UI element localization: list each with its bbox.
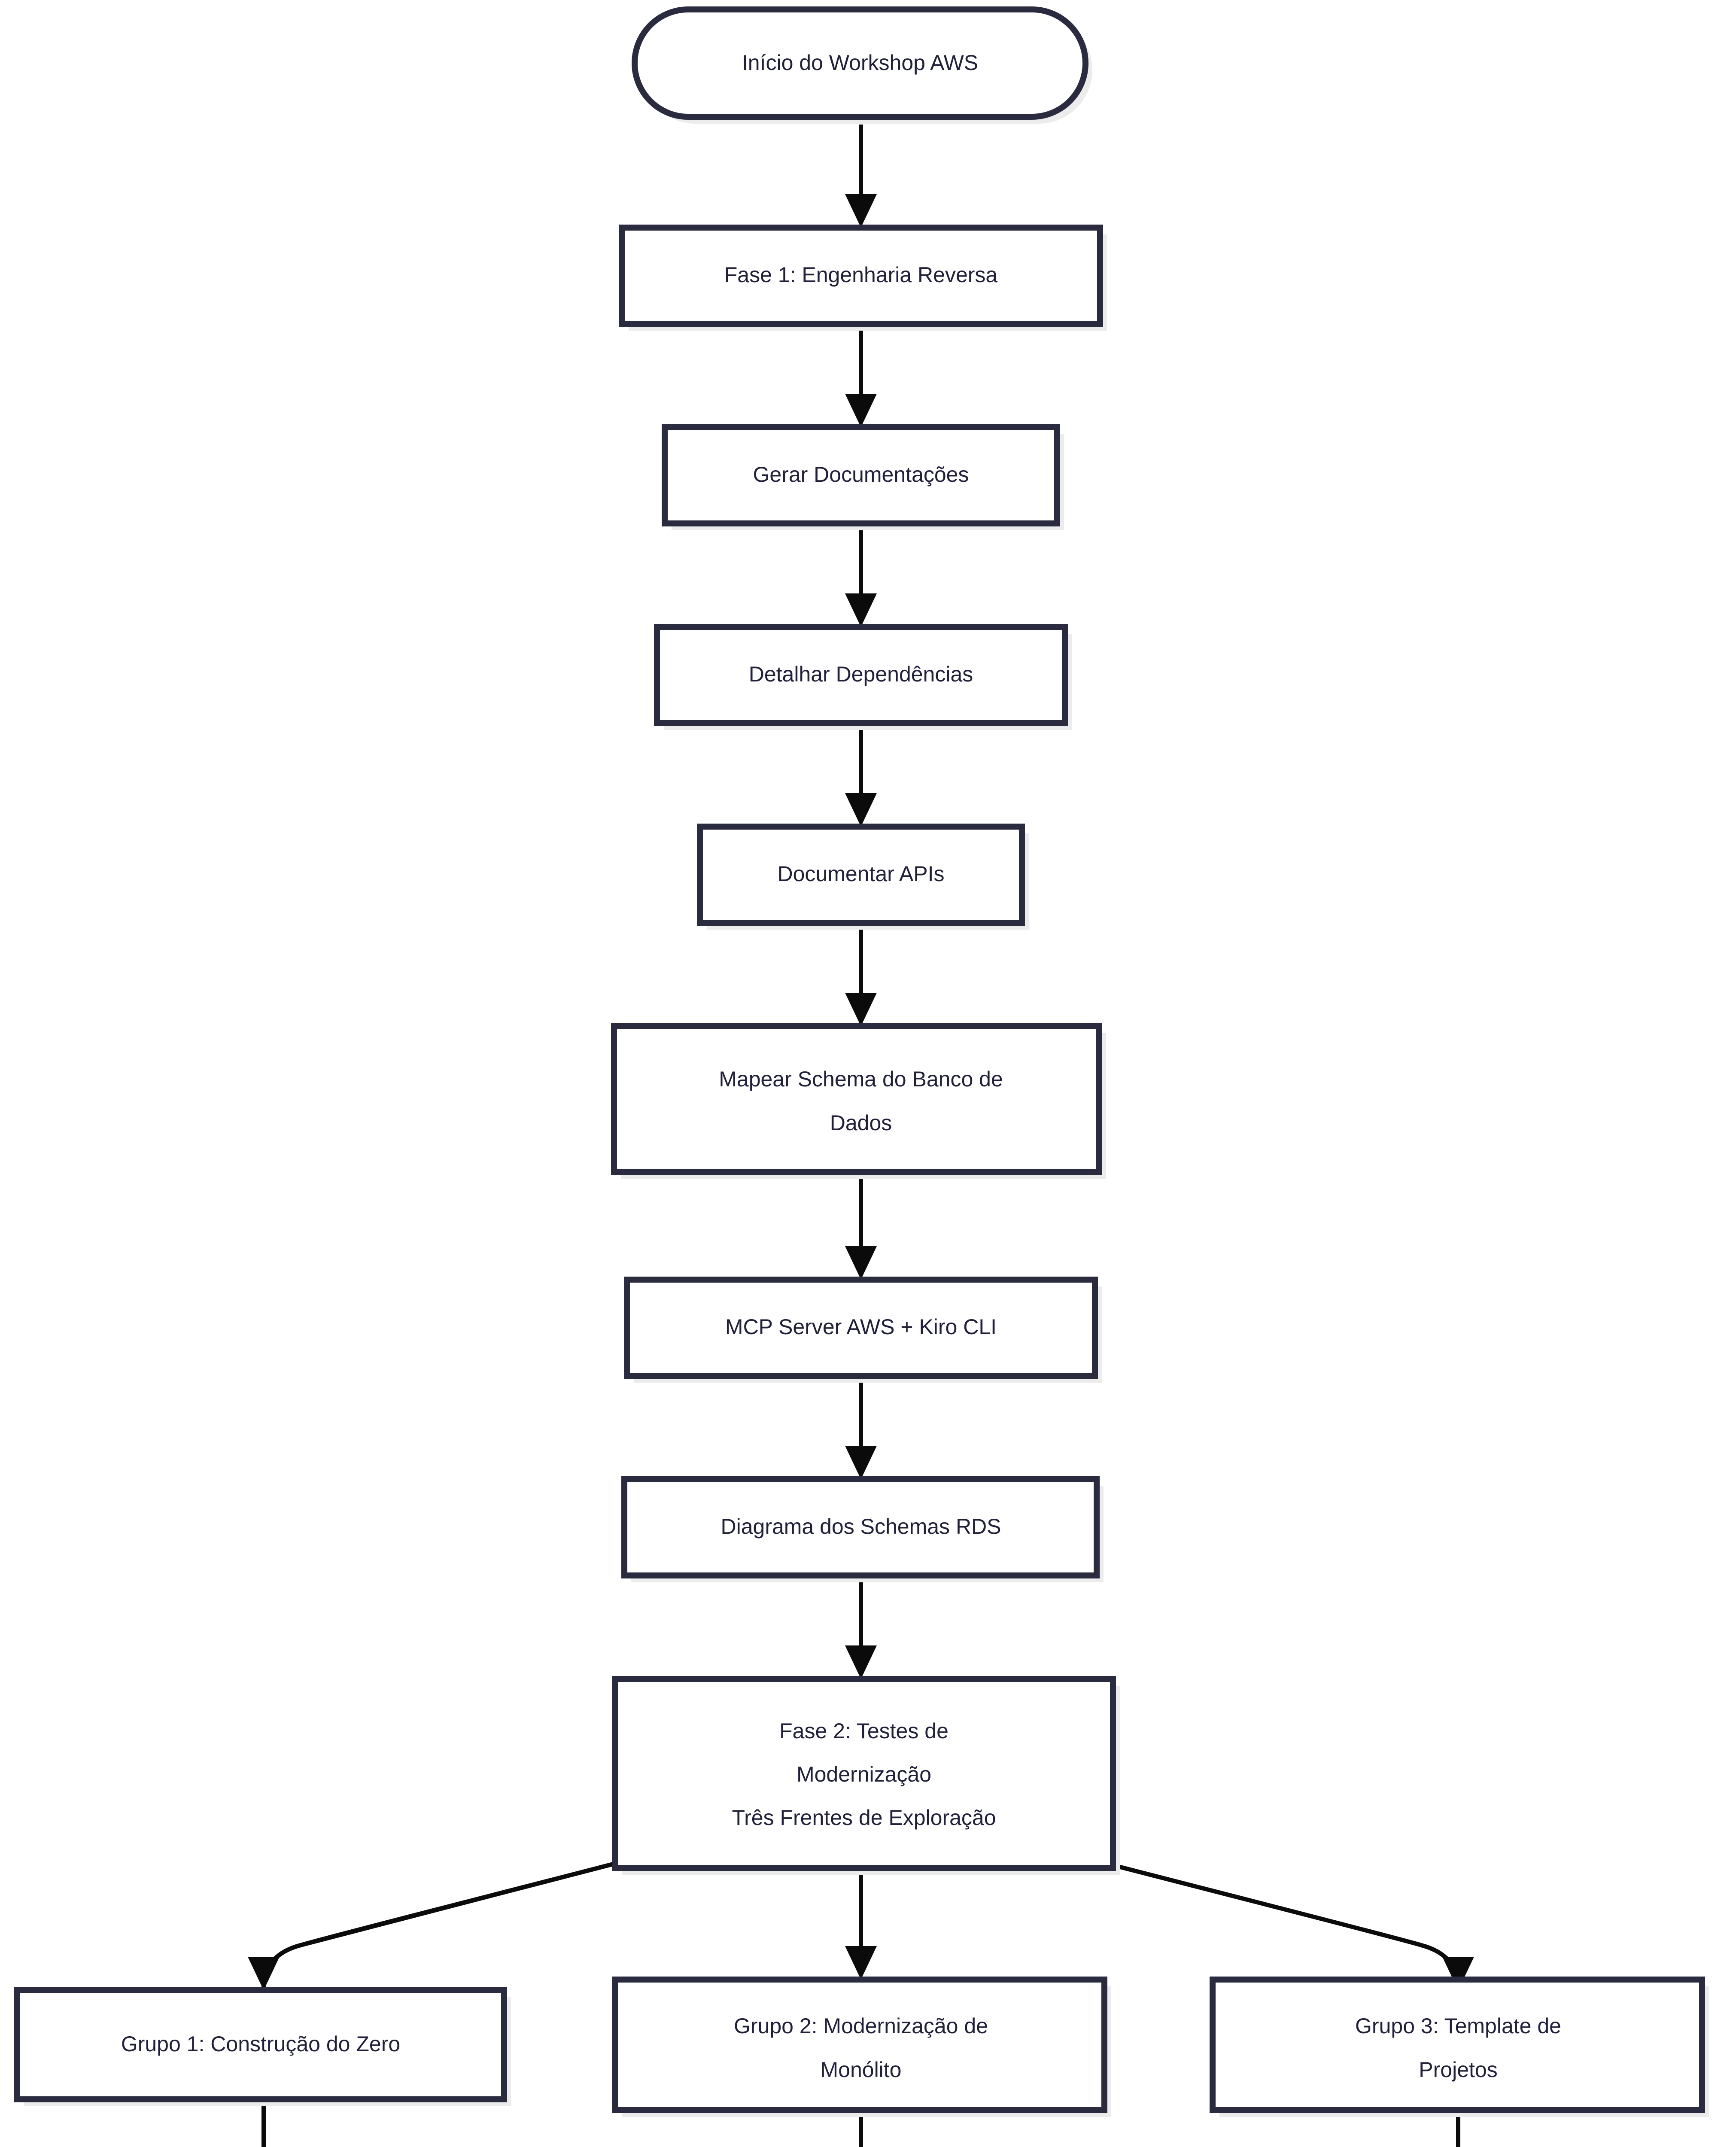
node-diagrama-dos-schemas-rds[interactable]: Diagrama dos Schemas RDS xyxy=(621,1476,1104,1582)
node-grupo-2-modernizacao-de-monolito[interactable]: Grupo 2: Modernização de Monólito xyxy=(612,1977,1111,2117)
edge-n0-n1 xyxy=(845,125,877,228)
node-gerar-documentacoes[interactable]: Gerar Documentações xyxy=(662,424,1064,530)
node-label-line-1: Mapear Schema do Banco de xyxy=(719,1067,1003,1091)
node-label: Diagrama dos Schemas RDS xyxy=(721,1514,1001,1539)
edge-g2-r2 xyxy=(859,2117,863,2147)
node-mcp-server-aws-kiro-cli[interactable]: MCP Server AWS + Kiro CLI xyxy=(624,1277,1102,1383)
node-mapear-schema-do-banco-de-dados[interactable]: Mapear Schema do Banco de Dados xyxy=(611,1023,1106,1179)
node-label-line-1: Grupo 3: Template de xyxy=(1355,2014,1561,2038)
edge-n8-g3 xyxy=(1106,1861,1474,1990)
node-inicio-do-workshop-aws[interactable]: Início do Workshop AWS xyxy=(632,6,1092,124)
node-label-line-2: Monólito xyxy=(821,2058,902,2082)
node-label: Documentar APIs xyxy=(777,862,944,886)
edge-g1-r1 xyxy=(261,2106,266,2147)
edge-n7-n8 xyxy=(845,1578,877,1679)
node-label: MCP Server AWS + Kiro CLI xyxy=(725,1315,997,1339)
node-label-line-2: Projetos xyxy=(1419,2058,1497,2082)
node-label-line-1: Grupo 2: Modernização de xyxy=(734,2014,988,2038)
node-grupo-3-template-de-projetos[interactable]: Grupo 3: Template de Projetos xyxy=(1210,1977,1709,2117)
node-label-line-3: Três Frentes de Exploração xyxy=(732,1806,996,1830)
node-label: Grupo 1: Construção do Zero xyxy=(121,2032,400,2056)
edge-n3-n4 xyxy=(845,726,877,827)
node-label: Início do Workshop AWS xyxy=(742,51,978,75)
edge-n8-g1 xyxy=(248,1861,616,1990)
node-fase-2-testes-de-modernizacao[interactable]: Fase 2: Testes de Modernização Três Fren… xyxy=(612,1676,1120,1875)
node-label: Detalhar Dependências xyxy=(749,662,973,686)
node-fase-1-engenharia-reversa[interactable]: Fase 1: Engenharia Reversa xyxy=(619,225,1107,331)
edge-n5-n6 xyxy=(845,1179,877,1280)
node-label-line-2: Modernização xyxy=(797,1762,931,1786)
edge-n2-n3 xyxy=(845,526,877,627)
node-label: Gerar Documentações xyxy=(753,462,969,487)
edge-g3-r3 xyxy=(1456,2117,1460,2147)
node-documentar-apis[interactable]: Documentar APIs xyxy=(697,824,1029,930)
node-grupo-1-construcao-do-zero[interactable]: Grupo 1: Construção do Zero xyxy=(14,1987,511,2106)
node-label-line-1: Fase 2: Testes de xyxy=(779,1719,949,1743)
edge-n6-n7 xyxy=(845,1378,877,1479)
edge-n8-g2 xyxy=(845,1874,877,1980)
node-label-line-2: Dados xyxy=(830,1111,892,1135)
edge-n1-n2 xyxy=(845,326,877,427)
edge-layer xyxy=(248,125,1474,2147)
edge-n4-n5 xyxy=(845,925,877,1026)
node-label: Fase 1: Engenharia Reversa xyxy=(724,263,998,287)
node-detalhar-dependencias[interactable]: Detalhar Dependências xyxy=(654,624,1072,730)
